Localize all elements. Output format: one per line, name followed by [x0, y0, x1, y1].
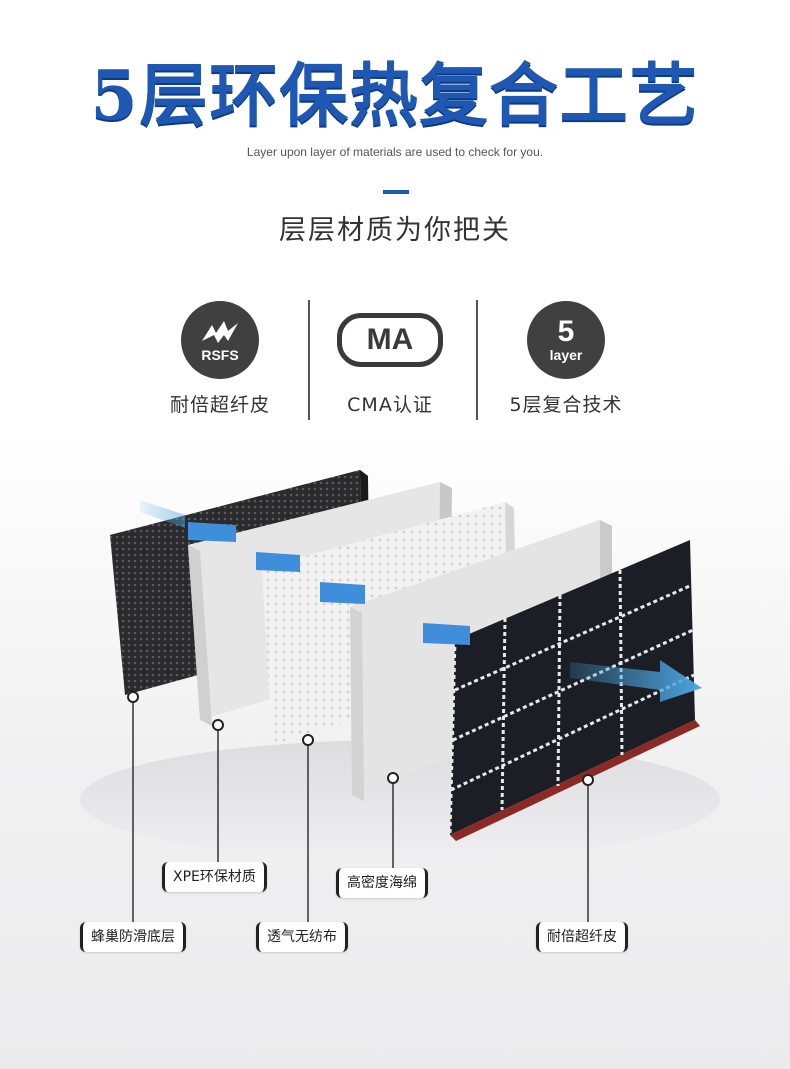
- swoosh-icon: [202, 321, 238, 343]
- cma-icon-text: MA: [366, 323, 414, 356]
- tag-nonwoven: 透气无纺布: [256, 922, 348, 952]
- accent-divider: [383, 190, 409, 194]
- marker-dot: [302, 734, 314, 746]
- cma-certification-icon: MA: [337, 313, 443, 367]
- feature-rsfs: RSFS 耐倍超纤皮: [140, 300, 300, 417]
- marker-dot: [387, 772, 399, 784]
- feature-cma: MA CMA认证: [310, 300, 470, 417]
- five-layer-badge-icon: 5 layer: [527, 301, 605, 379]
- feature-divider: [476, 300, 478, 420]
- feature-five-layer: 5 layer 5层复合技术: [486, 300, 646, 417]
- chinese-subtitle: 层层材质为你把关: [279, 215, 511, 246]
- connector-bar: [423, 623, 470, 645]
- tag-microfiber-leather: 耐倍超纤皮: [536, 922, 628, 952]
- connector-bar: [256, 552, 300, 572]
- rsfs-badge-icon: RSFS: [181, 301, 259, 379]
- marker-dot: [212, 719, 224, 731]
- page-title: 5层环保热复合工艺: [90, 56, 700, 136]
- feature-label: CMA认证: [347, 394, 433, 416]
- marker-dot: [582, 774, 594, 786]
- airflow-arrow: [140, 500, 185, 528]
- feature-label: 5层复合技术: [509, 394, 623, 416]
- layer-microfiber-leather: [448, 540, 700, 841]
- tag-sponge: 高密度海绵: [336, 868, 428, 898]
- feature-label: 耐倍超纤皮: [169, 394, 270, 416]
- english-subtitle: Layer upon layer of materials are used t…: [246, 145, 544, 159]
- connector-bar: [188, 522, 236, 542]
- marker-dot: [127, 691, 139, 703]
- connector-bar: [320, 582, 365, 604]
- tag-honeycomb-base: 蜂巢防滑底层: [80, 922, 186, 952]
- feature-divider: [308, 300, 310, 420]
- layer-diagram: [80, 470, 720, 940]
- airflow-arrow: [570, 660, 702, 702]
- tag-xpe: XPE环保材质: [162, 862, 267, 892]
